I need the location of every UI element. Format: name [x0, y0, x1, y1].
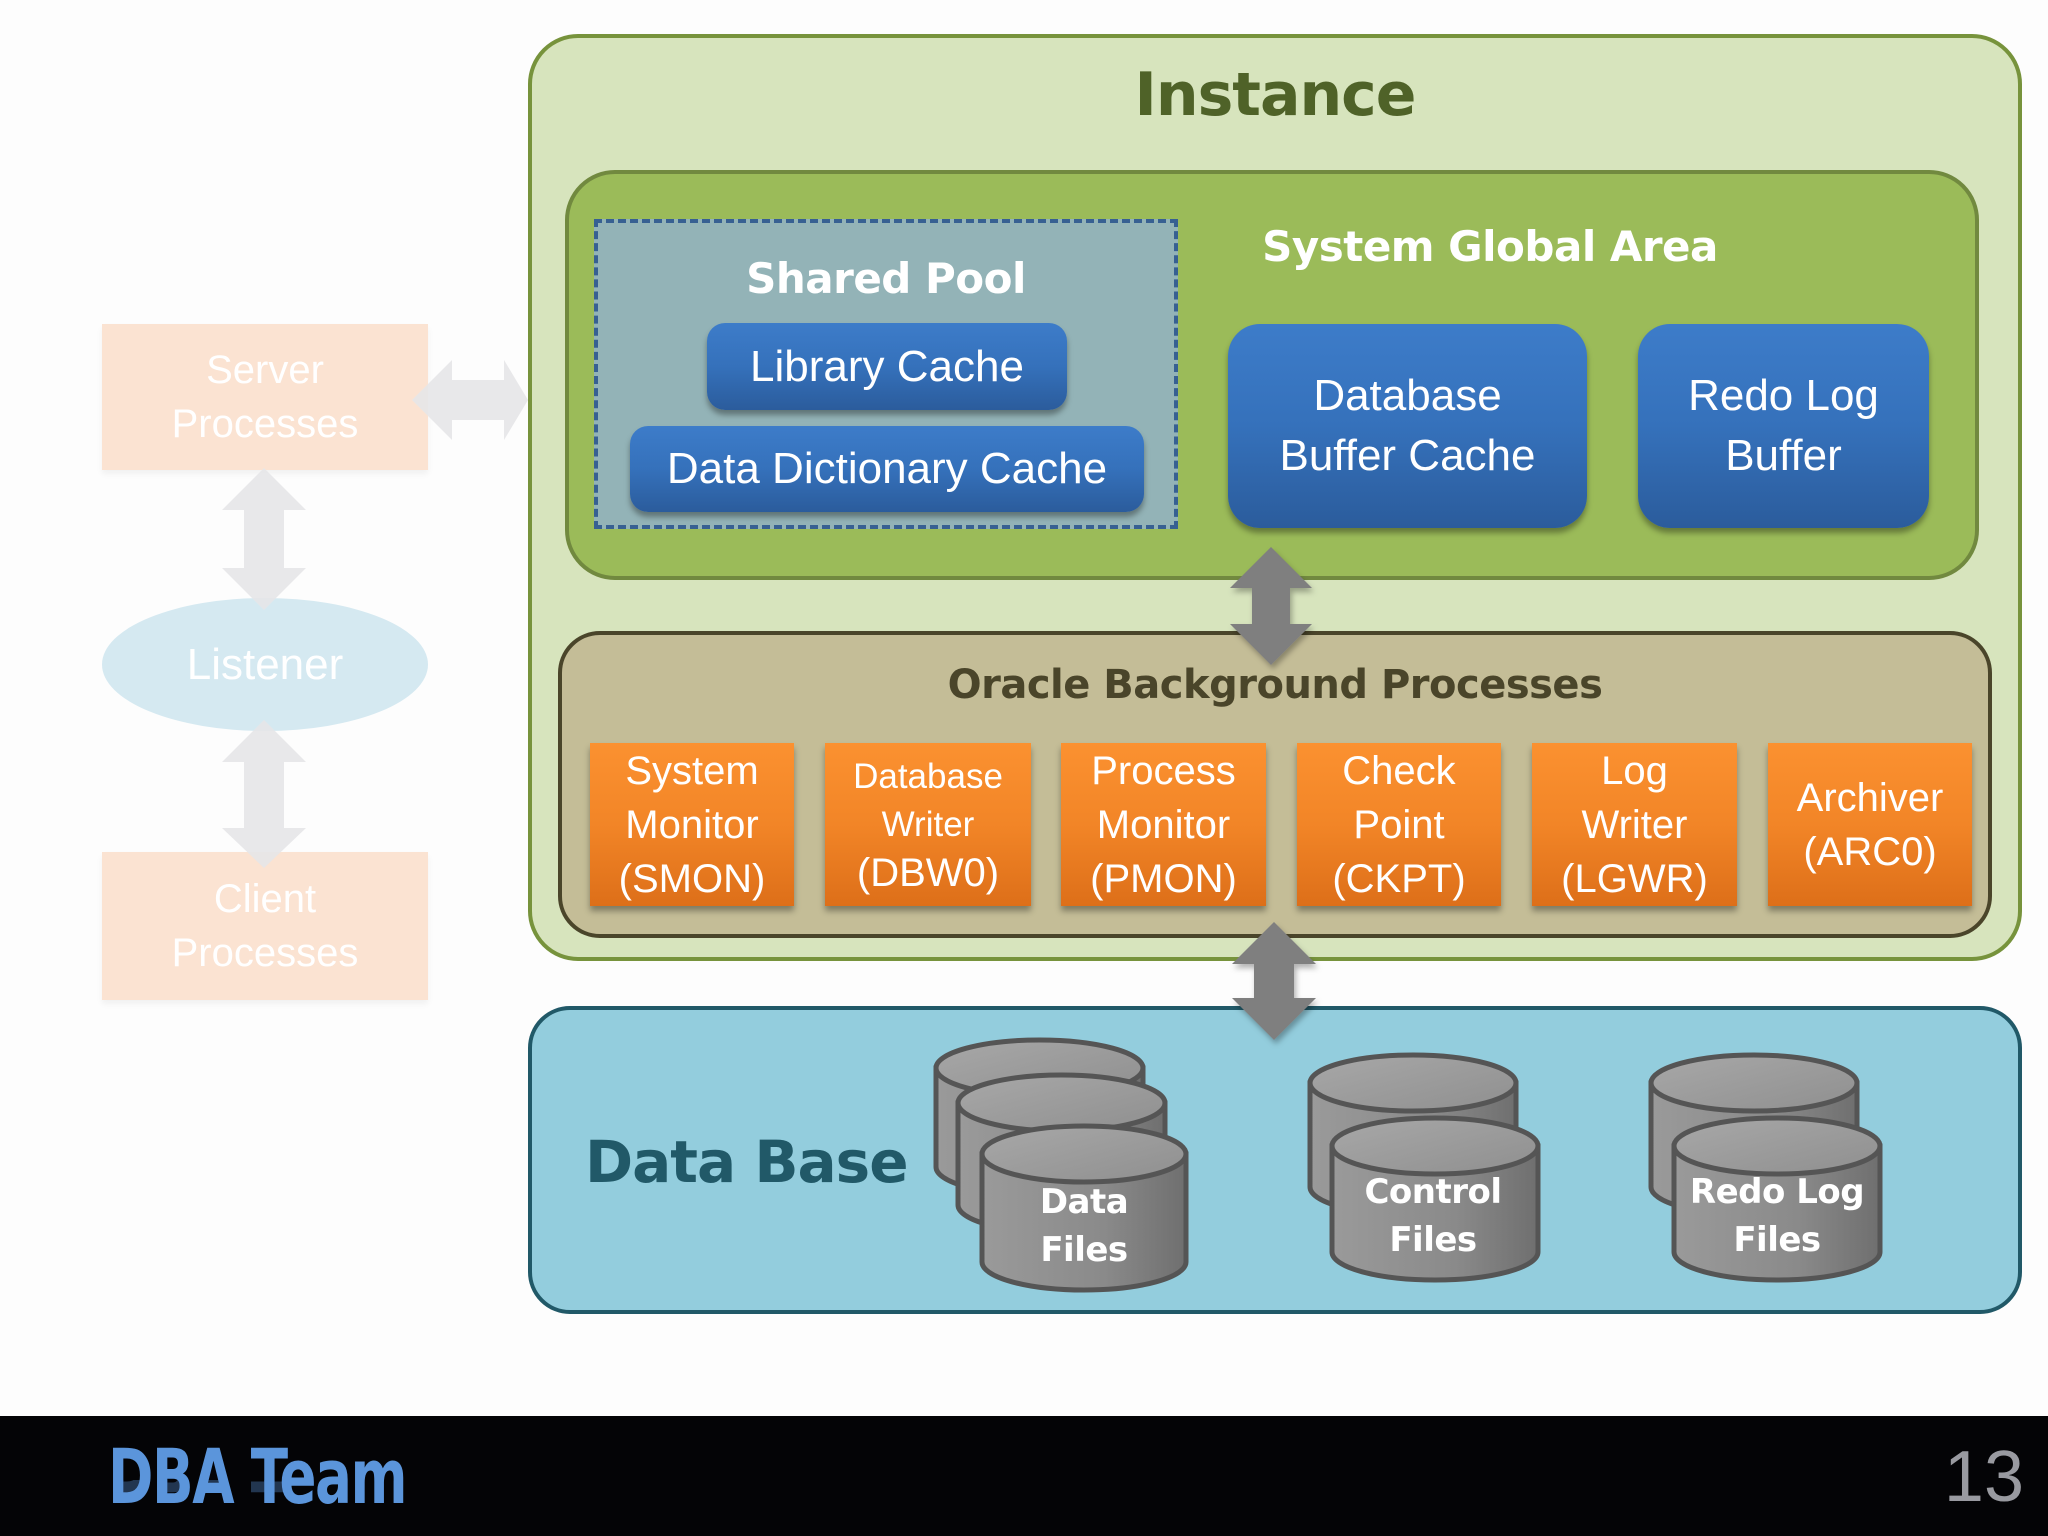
data-files-cylinder-front — [979, 1123, 1189, 1293]
sga-title: System Global Area — [1262, 222, 1718, 271]
process-line: Database — [853, 756, 1003, 796]
client-processes-label-line2: Processes — [171, 931, 359, 975]
control-files-cylinder-front-top — [1329, 1115, 1541, 1177]
control-files-cylinder-back-top — [1307, 1052, 1519, 1114]
process-line: Writer — [881, 804, 975, 844]
process-arc0-box: Archiver (ARC0) — [1768, 743, 1972, 906]
control-files-line1: Control — [1364, 1172, 1502, 1212]
process-pmon-box: Process Monitor (PMON) — [1061, 743, 1266, 906]
database-buffer-cache-box: Database Buffer Cache — [1228, 324, 1587, 528]
process-line: Point — [1353, 802, 1445, 847]
server-processes-label-line2: Processes — [171, 402, 359, 446]
listener-label: Listener — [186, 639, 344, 689]
redo-log-files-cylinder-back-top — [1648, 1052, 1860, 1114]
data-dictionary-cache-label: Data Dictionary Cache — [666, 444, 1108, 493]
process-dbw0-box: Database Writer (DBW0) — [825, 743, 1031, 906]
server-processes-label-line1: Server — [206, 348, 324, 392]
listener-ellipse: Listener — [102, 598, 428, 731]
server-listener-arrow — [222, 468, 306, 610]
redo-log-files-label: Redo Log Files — [1664, 1166, 1890, 1266]
background-processes-container — [558, 631, 1992, 938]
listener-client-arrow — [222, 720, 306, 868]
control-files-cylinder-front — [1329, 1115, 1541, 1283]
background-processes-title: Oracle Background Processes — [947, 662, 1603, 708]
process-line: Archiver — [1796, 775, 1944, 820]
library-cache-box: Library Cache — [707, 323, 1067, 410]
redo-log-files-cylinder-front — [1671, 1115, 1883, 1283]
process-line: Writer — [1581, 802, 1688, 847]
data-files-line1: Data — [1039, 1182, 1129, 1222]
process-line: (ARC0) — [1803, 829, 1937, 874]
process-line: (PMON) — [1090, 856, 1237, 901]
data-dictionary-cache-box: Data Dictionary Cache — [630, 426, 1144, 512]
process-line: Monitor — [625, 802, 759, 847]
process-line: Log — [1601, 748, 1668, 793]
process-ckpt-box: Check Point (CKPT) — [1297, 743, 1501, 906]
process-lgwr-box: Log Writer (LGWR) — [1532, 743, 1737, 906]
process-line: (CKPT) — [1332, 856, 1466, 901]
client-processes-label-line1: Client — [213, 877, 317, 921]
database-title: Data Base — [585, 1128, 909, 1196]
client-processes-box: Client Processes — [102, 852, 428, 1000]
instance-title: Instance — [1134, 60, 1417, 130]
control-files-label: Control Files — [1320, 1166, 1546, 1266]
process-line: Monitor — [1096, 802, 1231, 847]
database-buffer-cache-line2: Buffer Cache — [1279, 431, 1536, 480]
process-line: Check — [1342, 748, 1456, 793]
server-processes-box: Server Processes — [102, 324, 428, 470]
control-files-line2: Files — [1389, 1220, 1477, 1260]
data-files-cylinder-front-top — [979, 1123, 1189, 1185]
redo-log-buffer-line2: Buffer — [1725, 431, 1842, 480]
faded-arrows — [222, 360, 528, 868]
bgp-database-arrow — [1232, 922, 1316, 1040]
process-line: Process — [1091, 748, 1236, 793]
page-number: 13 — [1943, 1437, 2024, 1517]
brand-logo-text: DBA Team — [108, 1432, 408, 1521]
process-line: (DBW0) — [856, 850, 1000, 895]
process-line: System — [625, 748, 759, 793]
data-files-cylinder-middle-top — [955, 1072, 1168, 1134]
process-smon-box: System Monitor (SMON) — [590, 743, 794, 906]
footer-bar — [0, 1416, 2048, 1536]
server-instance-arrow — [412, 360, 528, 440]
redo-log-files-cylinder-front-body — [1671, 1143, 1883, 1283]
control-files-cylinder-front-body — [1329, 1143, 1541, 1283]
shared-pool-title: Shared Pool — [746, 254, 1026, 303]
library-cache-label: Library Cache — [750, 341, 1024, 391]
redo-log-buffer-line1: Redo Log — [1688, 371, 1879, 420]
redo-log-buffer-box: Redo Log Buffer — [1638, 324, 1929, 528]
data-files-label: Data Files — [982, 1176, 1186, 1276]
database-buffer-cache-line1: Database — [1313, 371, 1502, 420]
brand-logo-reflection: DBA Team — [108, 1480, 406, 1508]
redo-log-files-cylinder-front-top — [1671, 1115, 1883, 1177]
process-line: (SMON) — [618, 856, 766, 901]
redo-log-files-line2: Files — [1733, 1220, 1821, 1260]
data-files-cylinder-front-body — [979, 1151, 1189, 1293]
sga-bgp-arrow — [1230, 547, 1312, 665]
data-files-line2: Files — [1040, 1230, 1128, 1270]
redo-log-files-line1: Redo Log — [1689, 1172, 1865, 1212]
process-line: (LGWR) — [1561, 856, 1708, 901]
